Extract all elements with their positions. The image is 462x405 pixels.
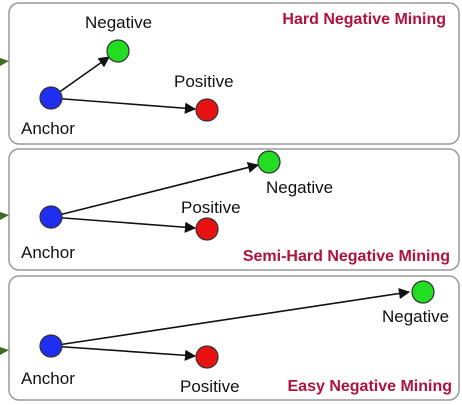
- edge-anchor-to-negative: [50, 162, 260, 218]
- positive-label: Positive: [174, 72, 234, 91]
- panel-hard-negative-mining: Anchor Negative Positive Hard Negative M…: [0, 2, 460, 145]
- negative-node: [257, 150, 281, 174]
- positive-label: Positive: [181, 198, 241, 217]
- positive-node: [195, 217, 219, 241]
- panel-easy-negative-mining: Anchor Negative Positive Easy Negative M…: [0, 275, 460, 401]
- negative-node: [106, 39, 130, 63]
- panel-title: Hard Negative Mining: [282, 11, 446, 28]
- positive-node: [195, 98, 219, 122]
- positive-node: [195, 345, 219, 369]
- positive-label: Positive: [180, 377, 240, 396]
- negative-node: [411, 280, 435, 304]
- negative-label: Negative: [382, 307, 449, 326]
- edge-anchor-to-positive: [50, 345, 197, 361]
- negative-label: Negative: [85, 13, 152, 32]
- anchor-label: Anchor: [21, 119, 75, 138]
- panel-semi-hard-negative-mining: Anchor Negative Positive Semi-Hard Negat…: [0, 148, 460, 271]
- panel-connector-arrow: [0, 347, 9, 355]
- panel-title: Semi-Hard Negative Mining: [243, 248, 450, 265]
- edge-anchor-to-positive: [50, 216, 197, 233]
- negative-label: Negative: [266, 178, 333, 197]
- anchor-node: [39, 86, 63, 110]
- edge-anchor-to-positive: [50, 97, 197, 114]
- edge-anchor-to-negative: [50, 56, 110, 99]
- panel-connector-arrow: [0, 58, 9, 66]
- panel-connector-arrow: [0, 212, 9, 220]
- panel-frame: [8, 275, 460, 401]
- panel-frame: [8, 148, 460, 271]
- panel-title: Easy Negative Mining: [288, 378, 453, 395]
- anchor-label: Anchor: [21, 243, 75, 262]
- panel-frame: [8, 2, 460, 145]
- anchor-label: Anchor: [21, 369, 75, 388]
- edge-anchor-to-negative: [50, 287, 411, 347]
- anchor-node: [39, 205, 63, 229]
- anchor-node: [39, 334, 63, 358]
